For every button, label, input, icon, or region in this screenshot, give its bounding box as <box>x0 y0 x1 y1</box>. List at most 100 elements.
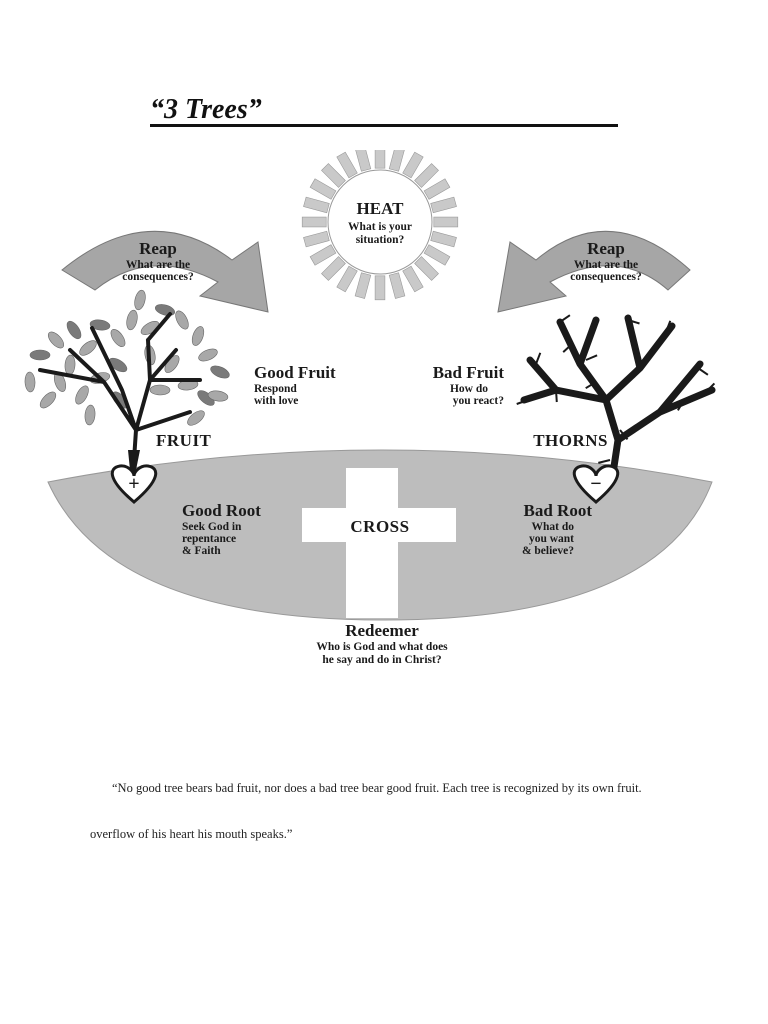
sun-ray <box>423 244 451 266</box>
sun-ray <box>336 265 358 293</box>
good-tree-icon <box>24 289 230 492</box>
leaf <box>187 410 205 426</box>
sun-ray <box>309 178 337 200</box>
fruit-word: FRUIT <box>156 431 212 450</box>
reap-right-title: Reap <box>587 239 625 258</box>
good-fruit-line-1: Respond <box>254 383 297 395</box>
minus-sign: − <box>590 473 601 495</box>
reap-right-line-2: consequences? <box>570 271 642 283</box>
leaf <box>24 371 36 393</box>
sun-ray <box>301 216 327 228</box>
bad-root-line-1: What do <box>532 521 575 533</box>
sun-ray <box>355 150 372 172</box>
thorn <box>639 357 648 369</box>
thorn-tree-icon <box>516 314 716 484</box>
sun-ray <box>430 196 457 214</box>
bad-root-title: Bad Root <box>524 501 593 520</box>
sun-ray <box>414 163 439 188</box>
quote-line-1: “No good tree bears bad fruit, nor does … <box>112 781 642 795</box>
title-underline <box>150 124 618 127</box>
leaf <box>39 391 57 409</box>
thorn <box>585 354 598 361</box>
sun-ray <box>414 256 439 281</box>
sun-ray <box>309 244 337 266</box>
reap-left-title: Reap <box>139 239 177 258</box>
sun-ray <box>402 265 424 293</box>
leaf <box>191 326 205 346</box>
thorn <box>535 352 542 365</box>
heat-line-1: What is your <box>348 221 412 233</box>
thorn <box>619 429 629 441</box>
bad-root-heart: − <box>572 464 620 504</box>
thorn <box>627 319 640 325</box>
redeemer-title: Redeemer <box>345 621 419 640</box>
cross-icon <box>302 468 456 618</box>
sun-ray <box>321 256 346 281</box>
good-root-heart: + <box>110 464 158 504</box>
three-trees-diagram: + − HEAT What is your situation? Reap Wh… <box>24 150 716 666</box>
plus-sign: + <box>128 473 139 495</box>
thorn <box>559 314 571 323</box>
leaf <box>175 310 189 330</box>
heat-line-2: situation? <box>356 234 405 246</box>
reap-left-line-1: What are the <box>126 259 190 271</box>
thorn <box>598 459 611 464</box>
good-fruit-line-2: with love <box>254 395 298 407</box>
sun-icon <box>301 150 459 301</box>
thorn <box>697 367 709 376</box>
heat-title: HEAT <box>357 199 405 218</box>
reap-left-line-2: consequences? <box>122 271 194 283</box>
thorn <box>677 399 685 411</box>
thorn <box>665 320 672 333</box>
leaf <box>126 309 138 331</box>
leaf <box>89 319 111 331</box>
sun-ray <box>423 178 451 200</box>
bad-fruit-line-2: you react? <box>453 395 504 407</box>
leaf <box>75 385 89 405</box>
leaf <box>64 354 76 376</box>
leaf <box>84 404 96 426</box>
leaf <box>66 320 82 340</box>
sun-ray <box>321 163 346 188</box>
page-title: “3 Trees” <box>150 94 262 125</box>
good-root-line-1: Seek God in <box>182 521 242 533</box>
cross-word: CROSS <box>350 517 409 536</box>
good-root-title: Good Root <box>182 501 261 520</box>
bad-fruit-line-1: How do <box>450 383 488 395</box>
thorn <box>555 389 558 403</box>
thorn <box>562 343 573 353</box>
thorn <box>659 405 671 413</box>
leaf <box>149 384 171 396</box>
leaf <box>29 349 51 361</box>
sun-ray <box>374 150 386 169</box>
sun-ray <box>402 151 424 179</box>
reap-left-arrow <box>61 230 269 313</box>
bad-fruit-title: Bad Fruit <box>433 363 505 382</box>
sun-ray <box>354 272 372 299</box>
reap-right-line-1: What are the <box>574 259 638 271</box>
thorns-word: THORNS <box>533 431 608 450</box>
thorn <box>648 347 655 360</box>
reap-right-arrow <box>497 230 691 313</box>
quote-line-2: overflow of his heart his mouth speaks.” <box>90 827 293 841</box>
leaf <box>198 348 218 362</box>
leaf <box>207 390 229 402</box>
good-root-line-3: & Faith <box>182 545 221 557</box>
redeemer-line-1: Who is God and what does <box>316 641 448 653</box>
thorn <box>585 381 597 390</box>
leaf <box>110 329 126 347</box>
sun-ray <box>388 150 405 172</box>
leaf <box>134 289 146 311</box>
sun-ray <box>433 216 459 228</box>
thorn <box>705 382 716 393</box>
good-root-line-2: repentance <box>182 533 236 545</box>
sun-ray <box>303 196 330 214</box>
bad-root-line-3: & believe? <box>522 545 574 557</box>
leaf <box>47 331 65 349</box>
sun-ray <box>374 275 386 301</box>
leaf <box>210 365 230 379</box>
sun-ray <box>336 151 358 179</box>
sun-ray <box>430 230 457 248</box>
bad-root-line-2: you want <box>529 533 574 545</box>
good-fruit-title: Good Fruit <box>254 363 336 382</box>
